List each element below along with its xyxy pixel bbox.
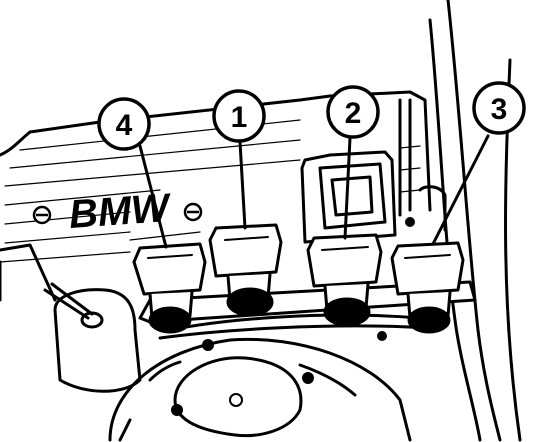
leader-line-1 [238, 140, 247, 230]
lower-housing [108, 337, 412, 442]
callout-2: 2 [326, 85, 380, 139]
callout-3: 3 [472, 81, 526, 135]
right-hoses [398, 0, 522, 442]
callout-label-4: 4 [116, 109, 133, 142]
coil-2 [306, 233, 383, 327]
leader-line-3 [431, 134, 490, 246]
cover-screws [32, 202, 203, 225]
intake-canister [43, 282, 142, 393]
callout-4: 4 [97, 97, 151, 151]
bracket-bolt [405, 185, 447, 232]
coil-3 [390, 241, 465, 334]
callout-label-2: 2 [345, 97, 362, 130]
leader-lines [138, 134, 490, 249]
coil-4 [132, 242, 207, 334]
coil-1 [208, 223, 283, 317]
callout-label-3: 3 [491, 93, 508, 126]
callout-1: 1 [212, 89, 266, 143]
leader-line-4 [138, 144, 168, 249]
leader-line-2 [343, 136, 352, 240]
callout-label-1: 1 [231, 101, 248, 134]
housing-bolts [171, 331, 387, 416]
coil-rail [138, 280, 477, 340]
